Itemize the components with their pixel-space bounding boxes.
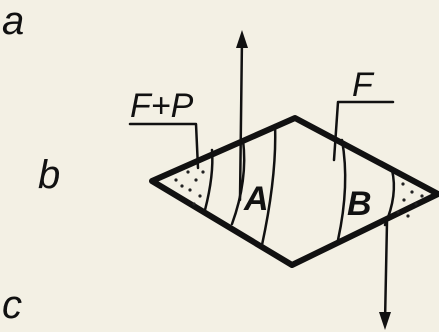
down-arrow-head	[379, 312, 391, 330]
label-region-a: A	[243, 180, 269, 218]
up-arrow-shaft	[238, 36, 244, 202]
label-b: b	[38, 153, 60, 197]
right-stipple	[396, 182, 424, 218]
fp-leader-line	[128, 122, 200, 170]
label-region-b: B	[347, 185, 372, 223]
left-stipple	[174, 170, 205, 206]
label-f: F	[352, 66, 375, 104]
label-c: c	[2, 283, 22, 327]
region-a-left-boundary	[230, 138, 246, 226]
region-a-right-boundary	[260, 123, 277, 247]
label-a: a	[2, 0, 24, 43]
rhombus-outline	[149, 115, 439, 268]
f-leader-line	[332, 100, 395, 162]
left-region-boundary	[203, 148, 214, 212]
down-arrow-shaft	[383, 220, 389, 324]
region-b-left-boundary	[336, 138, 347, 242]
region-b-right-boundary	[383, 168, 396, 227]
label-fp: F+P	[130, 87, 194, 125]
up-arrow-head	[236, 30, 248, 48]
